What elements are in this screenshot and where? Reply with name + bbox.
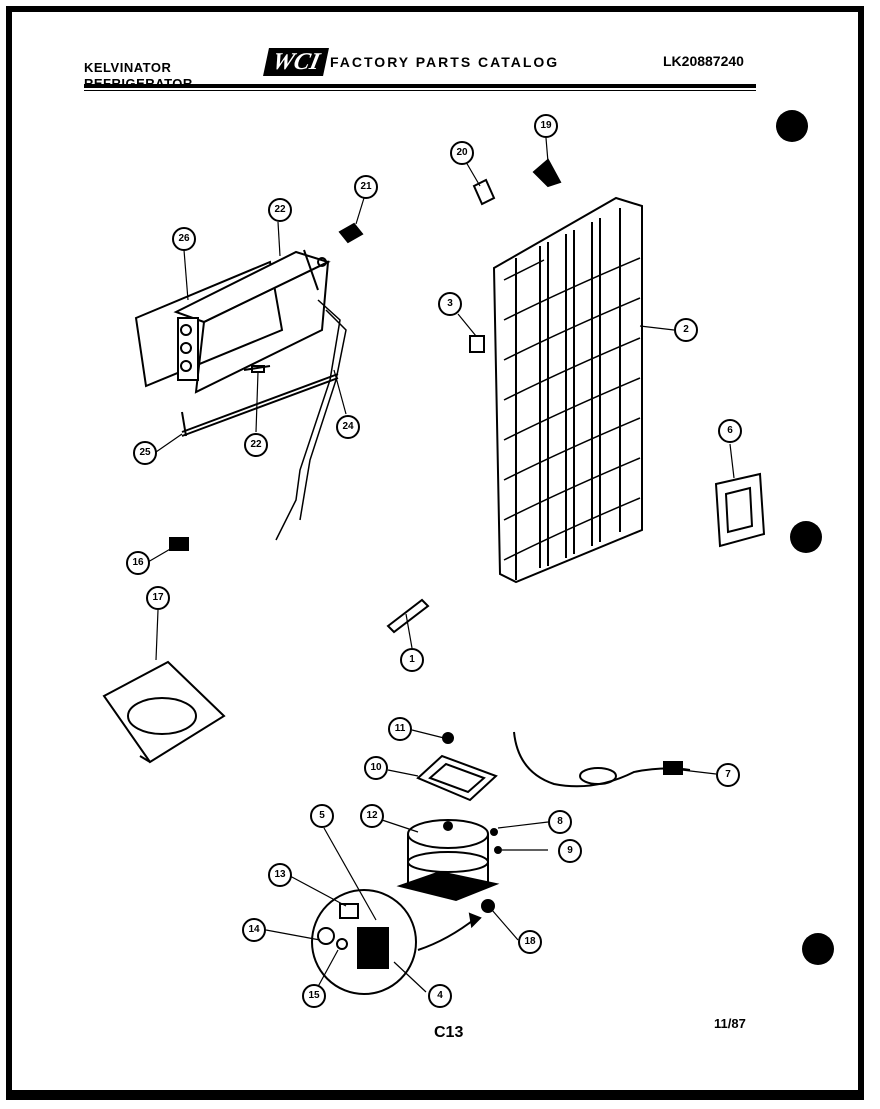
part-6-bracket [714,472,766,548]
part-1-drier [386,598,430,634]
leader-lines [147,137,735,995]
callout-18: 18 [518,930,542,954]
callout-1: 1 [400,648,424,672]
callout-4: 4 [428,984,452,1008]
callout-6-bracket: 6 [718,419,742,443]
part-20-clip [472,178,496,206]
part-16-clip [169,537,189,551]
part-7-power-cord [513,731,691,788]
callout-16: 16 [126,551,150,575]
header-rule [84,84,756,88]
callout-20: 20 [450,141,474,165]
part-3-clip [469,335,485,353]
callout-14: 14 [242,918,266,942]
callout-11: 11 [388,717,412,741]
callout-10: 10 [364,756,388,780]
binder-hole-top [776,110,808,142]
callout-26: 26 [172,227,196,251]
callout-21: 21 [354,175,378,199]
part-17-base-bracket [102,660,226,764]
callout-22-heater: 22 [244,433,268,457]
callout-9: 9 [558,839,582,863]
callout-25: 25 [133,441,157,465]
electrical-detail-circle [311,889,482,995]
callout-3: 3 [438,292,462,316]
catalog-title: FACTORY PARTS CATALOG [330,54,560,70]
condenser-coil [492,196,643,584]
page-border [6,6,864,1100]
header-rule-thin [84,90,756,91]
part-10-base-pad [416,732,498,802]
callout-13: 13 [268,863,292,887]
part-12-compressor [396,819,502,913]
heater-strip [181,365,339,437]
binder-hole-bottom [802,933,834,965]
callout-8: 8 [548,810,572,834]
callout-7: 7 [716,763,740,787]
callout-22: 22 [268,198,292,222]
callout-17: 17 [146,586,170,610]
callout-19: 19 [534,114,558,138]
callout-15: 15 [302,984,326,1008]
catalog-date: 11/87 [714,1016,746,1031]
callout-24: 24 [336,415,360,439]
binder-hole-middle [790,521,822,553]
callout-2: 2 [674,318,698,342]
evaporator-assembly [134,249,347,541]
part-19-thermostat-bulb [532,158,562,188]
brand-name: KELVINATOR [84,60,172,75]
callout-5: 5 [310,804,334,828]
page-code: C13 [434,1024,464,1041]
callout-12: 12 [360,804,384,828]
model-number: LK20887240 [663,53,744,69]
part-21-clip [338,222,364,244]
